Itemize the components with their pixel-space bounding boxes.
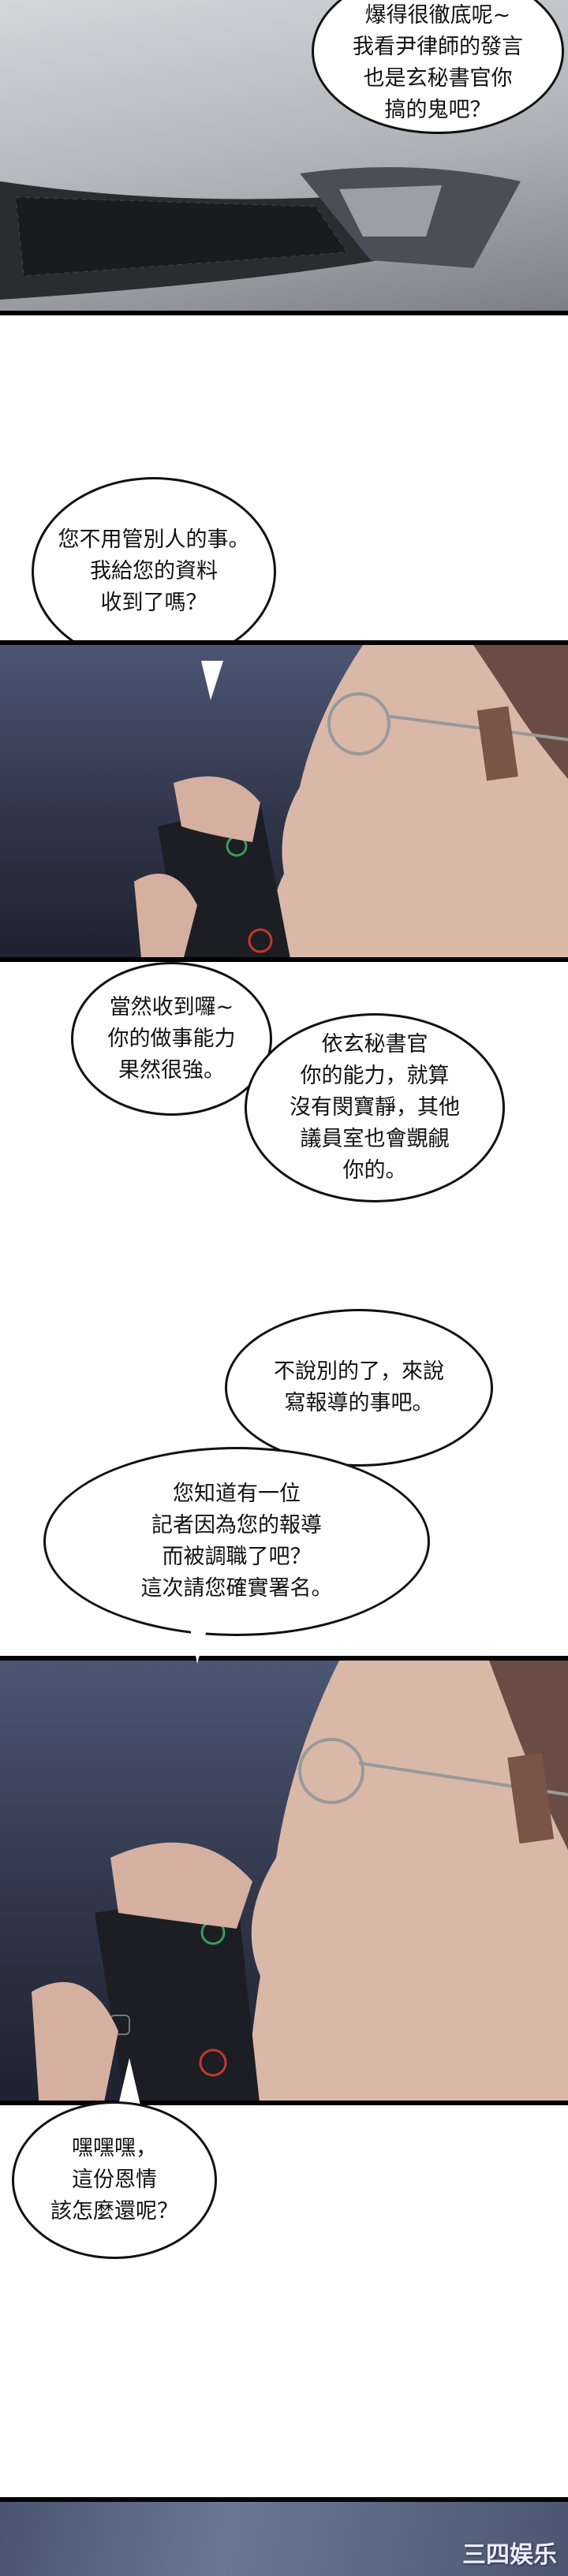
bubble-line: 這次請您確實署名。 — [140, 1576, 333, 1601]
speech-bubble-5: 不說別的了，來說 寫報導的事吧。 — [225, 1309, 493, 1467]
bubble-line: 我看尹律師的發言 — [353, 35, 523, 59]
car-headlight-art — [0, 167, 521, 300]
man-on-phone-art — [134, 645, 568, 957]
bubble-line: 我給您的資料 — [90, 559, 218, 583]
bubble-line: 記者因為您的報導 — [151, 1513, 322, 1538]
bubble-line: 議員室也會覬覦 — [300, 1127, 450, 1151]
man-on-phone-art — [32, 1661, 568, 2101]
bubble-line: 爆得很徹底呢~ — [364, 3, 511, 28]
bubble-line: 你的。 — [342, 1158, 407, 1183]
bubble-line: 沒有閔寶靜，其他 — [290, 1095, 460, 1120]
bubble-7-tail — [118, 2058, 140, 2105]
bubble-line: 這份恩情 — [72, 2168, 157, 2192]
speech-bubble-2: 您不用管別人的事。 我給您的資料 收到了嗎？ — [32, 477, 276, 666]
bubble-line: 收到了嗎？ — [100, 591, 207, 615]
panel-bottom-partial: 三四娱乐 — [0, 2497, 568, 2576]
panel-man-on-phone-2 — [0, 1656, 568, 2105]
speech-bubble-3: 當然收到囉~ 你的做事能力 果然很強。 — [71, 962, 272, 1116]
bubble-6-tail — [189, 1624, 208, 1664]
bubble-line: 當然收到囉~ — [109, 994, 234, 1020]
panel-man-on-phone-1 — [0, 640, 568, 962]
speech-bubble-6: 您知道有一位 記者因為您的報導 而被調職了吧？ 這次請您確實署名。 — [43, 1447, 430, 1636]
watermark: 三四娱乐 — [462, 2541, 557, 2569]
bubble-line: 嘿嘿嘿， — [72, 2136, 157, 2160]
speech-bubble-4: 依玄秘書官 你的能力，就算 沒有閔寶靜，其他 議員室也會覬覦 你的。 — [245, 1013, 505, 1202]
bubble-line: 你的能力，就算 — [300, 1064, 450, 1088]
bubble-line: 果然很強。 — [118, 1057, 225, 1083]
bubble-line: 依玄秘書官 — [321, 1032, 428, 1057]
bubble-line: 也是玄秘書官你 — [363, 66, 513, 91]
speech-bubble-7: 嘿嘿嘿， 這份恩情 該怎麼還呢？ — [12, 2101, 217, 2259]
bubble-line: 您知道有一位 — [173, 1482, 301, 1506]
bubble-line: 該怎麼還呢？ — [50, 2199, 178, 2224]
bubble-line: 而被調職了吧？ — [162, 1545, 312, 1569]
bubble-line: 您不用管別人的事。 — [58, 528, 250, 552]
bubble-line: 你的做事能力 — [107, 1026, 236, 1051]
bubble-2-tail — [201, 661, 223, 700]
bubble-line: 搞的鬼吧？ — [384, 98, 491, 122]
bubble-line: 寫報導的事吧。 — [284, 1391, 434, 1415]
bubble-line: 不說別的了，來說 — [274, 1359, 444, 1384]
